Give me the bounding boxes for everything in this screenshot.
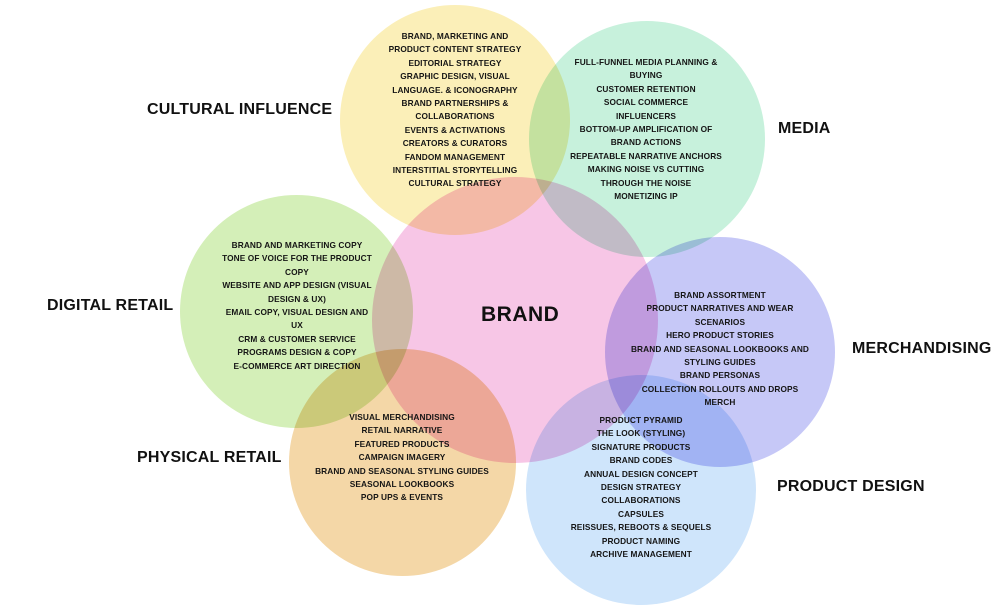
list-item: EVENTS & ACTIVATIONS [404, 124, 506, 135]
physical-retail-circle [289, 349, 516, 576]
digital-retail-items: BRAND AND MARKETING COPY TONE OF VOICE FO… [197, 239, 397, 373]
list-item: SEASONAL LOOKBOOKS [349, 479, 455, 490]
list-item: PRODUCT PYRAMID [599, 415, 683, 425]
physical-retail-label: PHYSICAL RETAIL [137, 449, 282, 466]
list-item: EMAIL COPY, VISUAL DESIGN AND [225, 307, 369, 318]
list-item: BUYING [629, 70, 663, 81]
list-item: STYLING GUIDES [684, 357, 756, 368]
list-item: BRAND AND SEASONAL STYLING GUIDES [315, 465, 489, 476]
list-item: SCENARIOS [694, 316, 746, 327]
list-item: CREATORS & CURATORS [402, 138, 508, 149]
list-item: BRAND, MARKETING AND [401, 31, 509, 41]
list-item: COLLABORATIONS [601, 495, 681, 506]
list-item: THROUGH THE NOISE [600, 177, 692, 188]
list-item: REISSUES, REBOOTS & SEQUELS [570, 522, 712, 533]
merchandising-items: BRAND ASSORTMENT PRODUCT NARRATIVES AND W… [610, 289, 830, 410]
list-item: MERCH [704, 397, 736, 408]
list-item: GRAPHIC DESIGN, VISUAL [400, 71, 510, 82]
list-item: THE LOOK (STYLING) [596, 428, 686, 439]
list-item: MAKING NOISE VS CUTTING [587, 164, 705, 175]
list-item: POP UPS & EVENTS [360, 492, 444, 503]
media-circle [529, 21, 765, 257]
list-item: COLLECTION ROLLOUTS AND DROPS [641, 383, 799, 394]
list-item: BOTTOM-UP AMPLIFICATION OF [579, 124, 713, 135]
list-item: E-COMMERCE ART DIRECTION [233, 360, 361, 371]
list-item: BRAND PERSONAS [679, 370, 761, 381]
product-design-circle [526, 375, 756, 605]
merchandising-label: MERCHANDISING [852, 340, 992, 357]
list-item: UX [291, 320, 303, 331]
list-item: COLLABORATIONS [415, 111, 495, 122]
product-design-label: PRODUCT DESIGN [777, 478, 925, 495]
list-item: ARCHIVE MANAGEMENT [590, 549, 692, 560]
list-item: SOCIAL COMMERCE [603, 97, 689, 108]
digital-retail-label: DIGITAL RETAIL [47, 297, 174, 314]
list-item: PROGRAMS DESIGN & COPY [237, 347, 357, 358]
list-item: CRM & CUSTOMER SERVICE [238, 333, 356, 344]
list-item: FANDOM MANAGEMENT [404, 151, 506, 162]
physical-retail-items: VISUAL MERCHANDISING RETAIL NARRATIVE FEAT… [302, 411, 502, 505]
list-item: RETAIL NARRATIVE [361, 425, 443, 436]
list-item: COPY [285, 266, 309, 277]
list-item: PRODUCT NAMING [601, 535, 681, 546]
cultural-influence-items: BRAND, MARKETING AND PRODUCT CONTENT STRA… [355, 30, 555, 191]
list-item: CULTURAL STRATEGY [408, 178, 502, 189]
list-item: DESIGN & UX) [268, 293, 326, 304]
list-item: FULL-FUNNEL MEDIA PLANNING & [574, 57, 718, 67]
list-item: BRAND ASSORTMENT [674, 290, 766, 300]
brand-label: BRAND [481, 303, 560, 326]
list-item: CAPSULES [618, 508, 664, 519]
list-item: VISUAL MERCHANDISING [349, 412, 455, 422]
list-item: BRAND CODES [609, 455, 673, 466]
list-item: TONE OF VOICE FOR THE PRODUCT [222, 253, 372, 264]
list-item: INTERSTITIAL STORYTELLING [392, 165, 518, 176]
list-item: EDITORIAL STRATEGY [408, 57, 502, 68]
list-item: SIGNATURE PRODUCTS [591, 441, 691, 452]
list-item: DESIGN STRATEGY [600, 482, 682, 493]
list-item: PRODUCT CONTENT STRATEGY [388, 44, 522, 55]
list-item: BRAND ACTIONS [610, 137, 682, 148]
list-item: FEATURED PRODUCTS [354, 438, 450, 449]
list-item: REPEATABLE NARRATIVE ANCHORS [570, 150, 722, 161]
cultural-influence-label: CULTURAL INFLUENCE [147, 101, 333, 118]
list-item: LANGUAGE. & ICONOGRAPHY [392, 84, 518, 95]
list-item: CUSTOMER RETENTION [596, 83, 696, 94]
list-item: HERO PRODUCT STORIES [666, 330, 774, 341]
list-item: PRODUCT NARRATIVES AND WEAR [646, 303, 794, 314]
product-design-items: PRODUCT PYRAMID THE LOOK (STYLING) SIGNATU… [541, 414, 741, 561]
media-items: FULL-FUNNEL MEDIA PLANNING & BUYING CUSTOM… [543, 56, 749, 203]
list-item: MONETIZING IP [614, 191, 678, 202]
list-item: WEBSITE AND APP DESIGN (VISUAL [222, 280, 372, 291]
list-item: CAMPAIGN IMAGERY [358, 452, 446, 463]
list-item: BRAND AND MARKETING COPY [231, 240, 363, 250]
list-item: BRAND AND SEASONAL LOOKBOOKS AND [630, 343, 810, 354]
media-label: MEDIA [778, 120, 831, 137]
list-item: ANNUAL DESIGN CONCEPT [584, 468, 698, 479]
list-item: INFLUENCERS [615, 110, 677, 121]
list-item: BRAND PARTNERSHIPS & [401, 98, 509, 109]
